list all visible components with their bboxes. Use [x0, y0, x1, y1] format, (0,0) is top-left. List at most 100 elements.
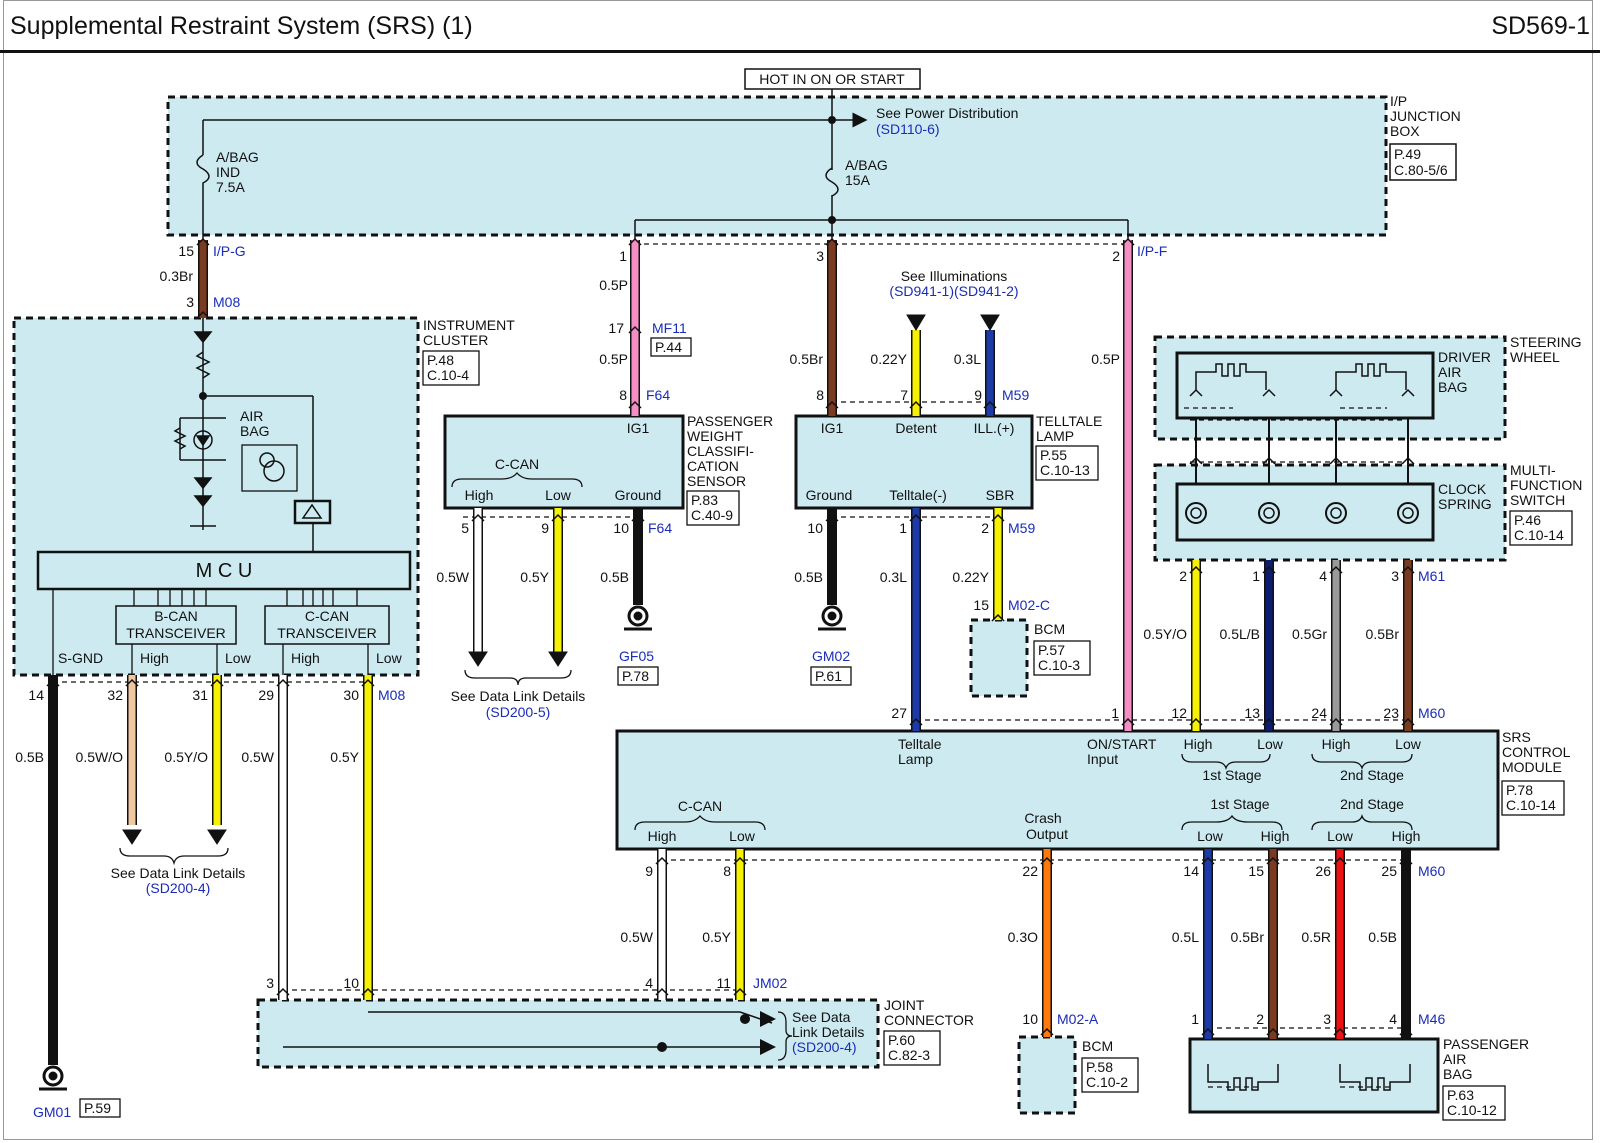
pin: 15	[178, 243, 194, 259]
tt-telltale: Telltale(-)	[889, 487, 947, 503]
pab-name-2: AIR	[1443, 1051, 1466, 1067]
ijb-ref-1: P.49	[1394, 146, 1421, 162]
bcm2-ref-1: P.58	[1086, 1059, 1113, 1075]
connector-chevron	[1262, 717, 1276, 726]
connector-lines	[53, 243, 1406, 1088]
wire-label: 0.5Y	[330, 749, 359, 765]
illum-refs: (SD941-1)(SD941-2)	[889, 283, 1018, 299]
srs-crash-2: Output	[1026, 826, 1068, 842]
wire-label: 0.5R	[1301, 929, 1331, 945]
connector-chevron	[1189, 717, 1203, 726]
conn-m08-top: M08	[213, 294, 240, 310]
srs-high-4: High	[1392, 828, 1421, 844]
header: Supplemental Restraint System (SRS) (1) …	[0, 0, 1600, 53]
wire-label: 0.5W	[620, 929, 653, 945]
conn-mf11: MF11	[652, 320, 687, 336]
gf05-label: GF05	[619, 648, 654, 664]
wire-label: 0.5L/B	[1220, 626, 1260, 642]
srs-name-2: CONTROL	[1502, 744, 1571, 760]
conn-ipf: I/P-F	[1137, 243, 1167, 259]
pin: 1	[1252, 568, 1260, 584]
pin: 3	[1323, 1011, 1331, 1027]
wire-label: 0.22Y	[870, 351, 907, 367]
ijb-ref-box	[1389, 143, 1457, 181]
pin: 12	[1171, 705, 1187, 721]
bcan-line2: TRANSCEIVER	[126, 625, 226, 641]
connector-chevron	[1262, 565, 1276, 574]
connector-chevron	[1333, 856, 1347, 865]
srs-stage1-bot: 1st Stage	[1210, 796, 1269, 812]
tt-ill: ILL.(+)	[974, 420, 1015, 436]
power-dist-ref: (SD110-6)	[876, 121, 940, 137]
mfs-name-3: SWITCH	[1510, 492, 1565, 508]
datalink-arrows	[122, 314, 1000, 845]
srs-low-4: Low	[1327, 828, 1354, 844]
pwcs-ref-box	[686, 490, 740, 526]
fuse2-line1: A/BAG	[845, 157, 888, 173]
connector-chevron	[733, 856, 747, 865]
connector-chevron	[1121, 237, 1135, 246]
pin: 26	[1315, 863, 1331, 879]
datalink-see-a: See Data Link Details	[451, 688, 586, 704]
conn-m02a: M02-A	[1057, 1011, 1099, 1027]
connector-chevron	[1401, 388, 1415, 397]
srs-low-3: Low	[1197, 828, 1224, 844]
srs-ccan-brace	[634, 814, 766, 831]
pin: 32	[107, 687, 123, 703]
jc-node	[657, 1042, 667, 1052]
connector-chevron	[991, 613, 1005, 622]
bcm1-ref-1: P.57	[1038, 642, 1065, 658]
pin: 2	[1179, 568, 1187, 584]
srs-stage1-top: 1st Stage	[1202, 767, 1261, 783]
conn-jm02: JM02	[753, 975, 787, 991]
driver-airbag-3: BAG	[1438, 379, 1468, 395]
bcm-1	[969, 618, 1029, 698]
srs-ccan-high: High	[648, 828, 677, 844]
connector-chevron	[196, 237, 210, 246]
jc-arrow	[760, 1011, 776, 1027]
datalink-ref-b: (SD200-4)	[146, 880, 211, 896]
srs-stage2-bot: 2nd Stage	[1340, 796, 1404, 812]
wire-label: 0.5W	[241, 749, 274, 765]
connector-chevron	[1201, 856, 1215, 865]
gm01-page-box	[79, 1098, 121, 1118]
bcm1-ref-box	[1033, 640, 1091, 676]
pin: 8	[619, 387, 627, 403]
pin: 25	[1381, 863, 1397, 879]
pin: 15	[1248, 863, 1264, 879]
pin: 27	[891, 705, 907, 721]
tt-ref-2: C.10-13	[1040, 462, 1090, 478]
pin: 10	[807, 520, 823, 536]
connector-chevron	[1401, 717, 1415, 726]
pin: 11	[716, 975, 731, 991]
ccan-line2: TRANSCEIVER	[277, 625, 377, 641]
wire-labels: 0.3Br 0.5P 0.5P 0.5Br 0.22Y 0.3L 0.5P 0.…	[15, 268, 1399, 945]
pin: 15	[973, 597, 989, 613]
pin: 8	[723, 863, 731, 879]
ijb-name-3: BOX	[1390, 123, 1420, 139]
srs-ref-box	[1501, 780, 1565, 816]
srs-brace-bot-1	[1181, 814, 1283, 831]
mfs-name-2: FUNCTION	[1510, 477, 1582, 493]
conn-m08-bot: M08	[378, 687, 405, 703]
hot-label: HOT IN ON OR START	[759, 71, 905, 87]
connector-chevrons	[46, 237, 1415, 1036]
wire-label: 0.5W/O	[76, 749, 124, 765]
srs-ref-1: P.78	[1506, 782, 1533, 798]
jc-ref-1: P.60	[888, 1032, 915, 1048]
connector-chevron	[276, 678, 290, 687]
connector-chevron	[1201, 1027, 1215, 1036]
pin: 4	[1389, 1011, 1397, 1027]
jc-ref: (SD200-4)	[792, 1039, 857, 1055]
mfs-name-1: MULTI-	[1510, 462, 1556, 478]
passenger-airbag	[1188, 1037, 1440, 1114]
fuse2-line2: 15A	[845, 172, 871, 188]
pin: 10	[1022, 1011, 1038, 1027]
pin: 9	[974, 387, 982, 403]
wire-label: 0.5Br	[790, 351, 824, 367]
connector-chevron	[1266, 1027, 1280, 1036]
conn-f64-top: F64	[646, 387, 670, 403]
wire-label: 0.5B	[1368, 929, 1397, 945]
clock-spring	[1175, 482, 1435, 542]
connector-chevron	[125, 678, 139, 687]
